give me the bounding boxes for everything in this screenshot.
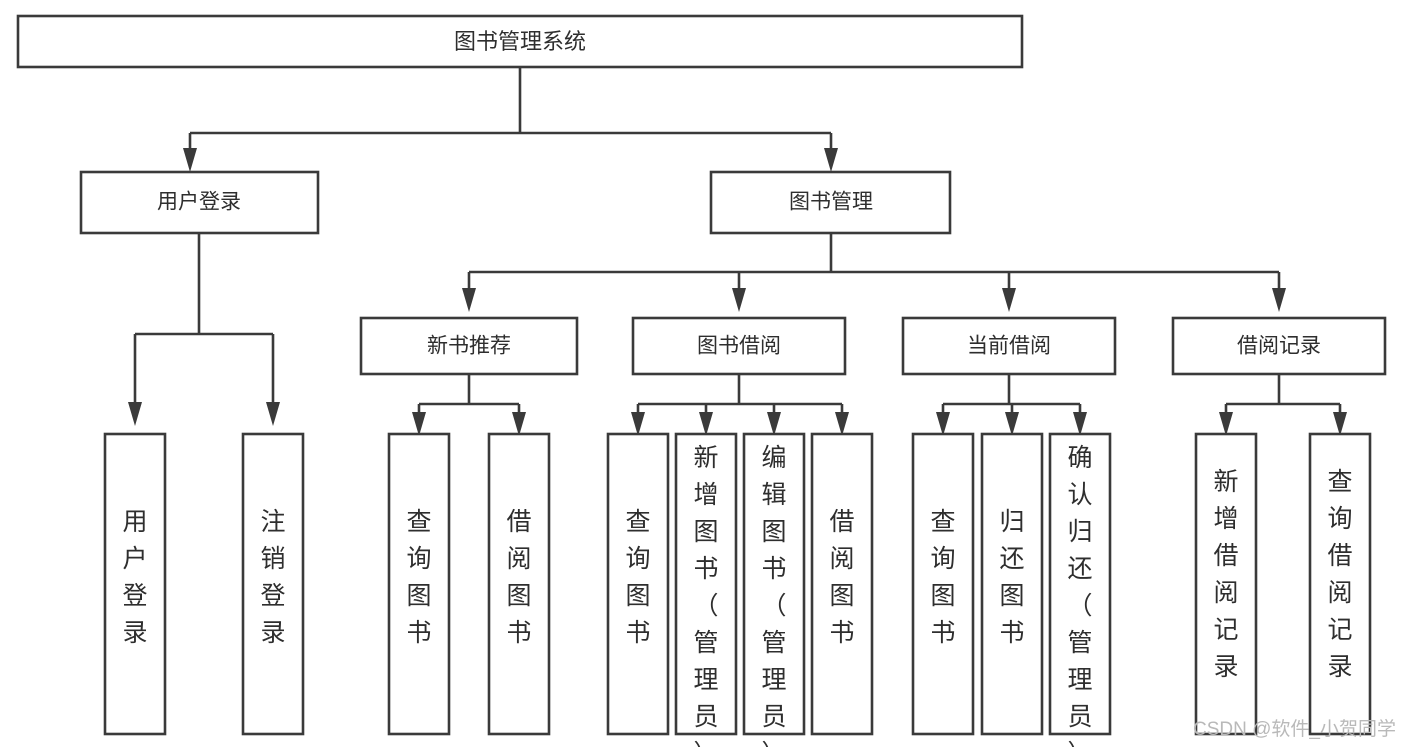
arrow-icon-bookmgmt-child-0	[462, 288, 476, 312]
leaf-current-borrow-1-label: 归还图书	[999, 508, 1024, 647]
leaf-new-book-1[interactable]: 借阅图书	[487, 432, 551, 736]
leaf-borrow-record-1[interactable]: 查询借阅记录	[1308, 432, 1372, 736]
leaf-book-borrow-0-label: 查询图书	[625, 508, 650, 647]
leaf-new-book-0-label: 查询图书	[406, 508, 431, 647]
edges-layer	[133, 67, 1342, 413]
leaf-new-book-0[interactable]: 查询图书	[387, 432, 451, 736]
leaf-book-borrow-3-label: 借阅图书	[829, 508, 854, 647]
arrow-icon-bookborrow-leaf-2	[767, 412, 781, 436]
leaf-borrow-record-0-label: 新增借阅记录	[1213, 468, 1238, 681]
arrow-icon-bookborrow-leaf-1	[699, 412, 713, 436]
node-root-system[interactable]: 图书管理系统	[16, 14, 1024, 69]
node-borrow-record[interactable]: 借阅记录	[1171, 316, 1387, 376]
leaf-book-borrow-2-label: 编辑图书（管理员）	[761, 444, 786, 747]
leaf-current-borrow-0[interactable]: 查询图书	[911, 432, 975, 736]
arrow-icon-currentborrow-leaf-1	[1005, 412, 1019, 436]
leaf-user-login-0[interactable]: 用户登录	[103, 432, 167, 736]
arrow-icon-currentborrow-leaf-0	[936, 412, 950, 436]
leaf-borrow-record-0[interactable]: 新增借阅记录	[1194, 432, 1258, 736]
arrow-icon-userlogin-leaf-1	[266, 402, 280, 426]
node-current-borrow-label: 当前借阅	[967, 335, 1051, 358]
leaf-book-borrow-2[interactable]: 编辑图书（管理员）	[742, 432, 806, 747]
arrow-icon-newbook-leaf-0	[412, 412, 426, 436]
leaf-book-borrow-1-label: 新增图书（管理员）	[693, 444, 718, 747]
leaf-new-book-1-label: 借阅图书	[506, 508, 531, 647]
node-root-label: 图书管理系统	[454, 29, 586, 54]
leaf-current-borrow-1[interactable]: 归还图书	[980, 432, 1044, 736]
node-book-management[interactable]: 图书管理	[709, 170, 952, 235]
node-user-login[interactable]: 用户登录	[79, 170, 320, 235]
leaf-borrow-record-1-label: 查询借阅记录	[1327, 468, 1352, 681]
arrow-icon-borrowrecord-leaf-0	[1219, 412, 1233, 436]
arrow-icon-bookborrow-leaf-0	[631, 412, 645, 436]
node-new-book-recommend[interactable]: 新书推荐	[359, 316, 579, 376]
arrow-icon-currentborrow-leaf-2	[1073, 412, 1087, 436]
node-book-borrow[interactable]: 图书借阅	[631, 316, 847, 376]
node-current-borrow[interactable]: 当前借阅	[901, 316, 1117, 376]
leaf-user-login-1[interactable]: 注销登录	[241, 432, 305, 736]
arrow-icon-newbook-leaf-1	[512, 412, 526, 436]
watermark-label: CSDN @软件_小贺同学	[1193, 718, 1396, 740]
leaf-current-borrow-2-label: 确认归还（管理员）	[1067, 444, 1092, 747]
node-user-login-label: 用户登录	[157, 191, 241, 214]
arrow-icon-borrowrecord-leaf-1	[1333, 412, 1347, 436]
node-borrow-record-label: 借阅记录	[1237, 335, 1321, 358]
leaf-current-borrow-0-label: 查询图书	[930, 508, 955, 647]
arrow-icon-userlogin-leaf-0	[128, 402, 142, 426]
arrow-icon-root-to-bookmgmt	[824, 148, 838, 172]
leaf-book-borrow-0[interactable]: 查询图书	[606, 432, 670, 736]
arrow-icon-bookmgmt-child-3	[1272, 288, 1286, 312]
node-new-book-recommend-label: 新书推荐	[427, 335, 511, 358]
leaf-current-borrow-2[interactable]: 确认归还（管理员）	[1048, 432, 1112, 747]
leaf-book-borrow-1[interactable]: 新增图书（管理员）	[674, 432, 738, 747]
node-book-management-label: 图书管理	[789, 191, 873, 214]
leaf-user-login-1-label: 注销登录	[260, 508, 285, 647]
arrow-icon-bookmgmt-child-1	[732, 288, 746, 312]
arrow-icon-bookborrow-leaf-3	[835, 412, 849, 436]
leaf-user-login-0-label: 用户登录	[122, 508, 147, 647]
node-book-borrow-label: 图书借阅	[697, 335, 781, 358]
leaf-book-borrow-3[interactable]: 借阅图书	[810, 432, 874, 736]
arrow-icon-bookmgmt-child-2	[1002, 288, 1016, 312]
arrow-icon-root-to-userlogin	[183, 148, 197, 172]
